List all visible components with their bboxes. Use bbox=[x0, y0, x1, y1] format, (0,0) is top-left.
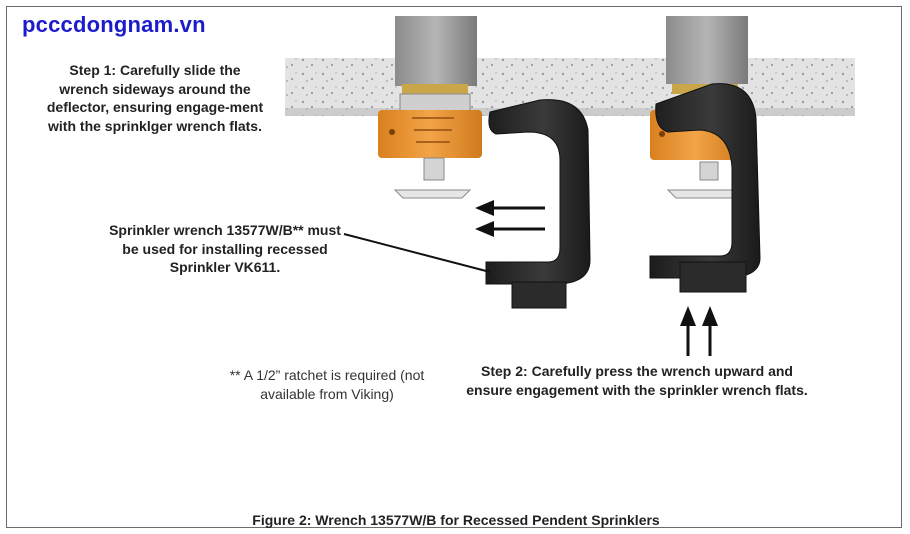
arrows-upward bbox=[680, 306, 718, 356]
wrench-right bbox=[649, 83, 761, 293]
pipe-right bbox=[666, 16, 748, 84]
wrench-requirement-note: Sprinkler wrench 13577W/B** must be used… bbox=[109, 222, 341, 275]
site-label: pcccdongnam.vn bbox=[22, 12, 206, 37]
sprinkler-left bbox=[378, 84, 482, 199]
ratchet-footnote: ** A 1/2” ratchet is required (not avail… bbox=[229, 367, 425, 402]
step2-instruction: Step 2: Carefully press the wrench upwar… bbox=[466, 363, 808, 398]
step1-instruction: Step 1: Carefully slide the wrench sidew… bbox=[46, 62, 264, 134]
figure-frame bbox=[6, 6, 902, 528]
callout-leader-line bbox=[343, 233, 491, 273]
wrench-left bbox=[485, 99, 591, 309]
figure-caption: Figure 2: Wrench 13577W/B for Recessed P… bbox=[252, 512, 660, 528]
arrows-sideways bbox=[475, 200, 545, 237]
pipe-left bbox=[395, 16, 477, 86]
